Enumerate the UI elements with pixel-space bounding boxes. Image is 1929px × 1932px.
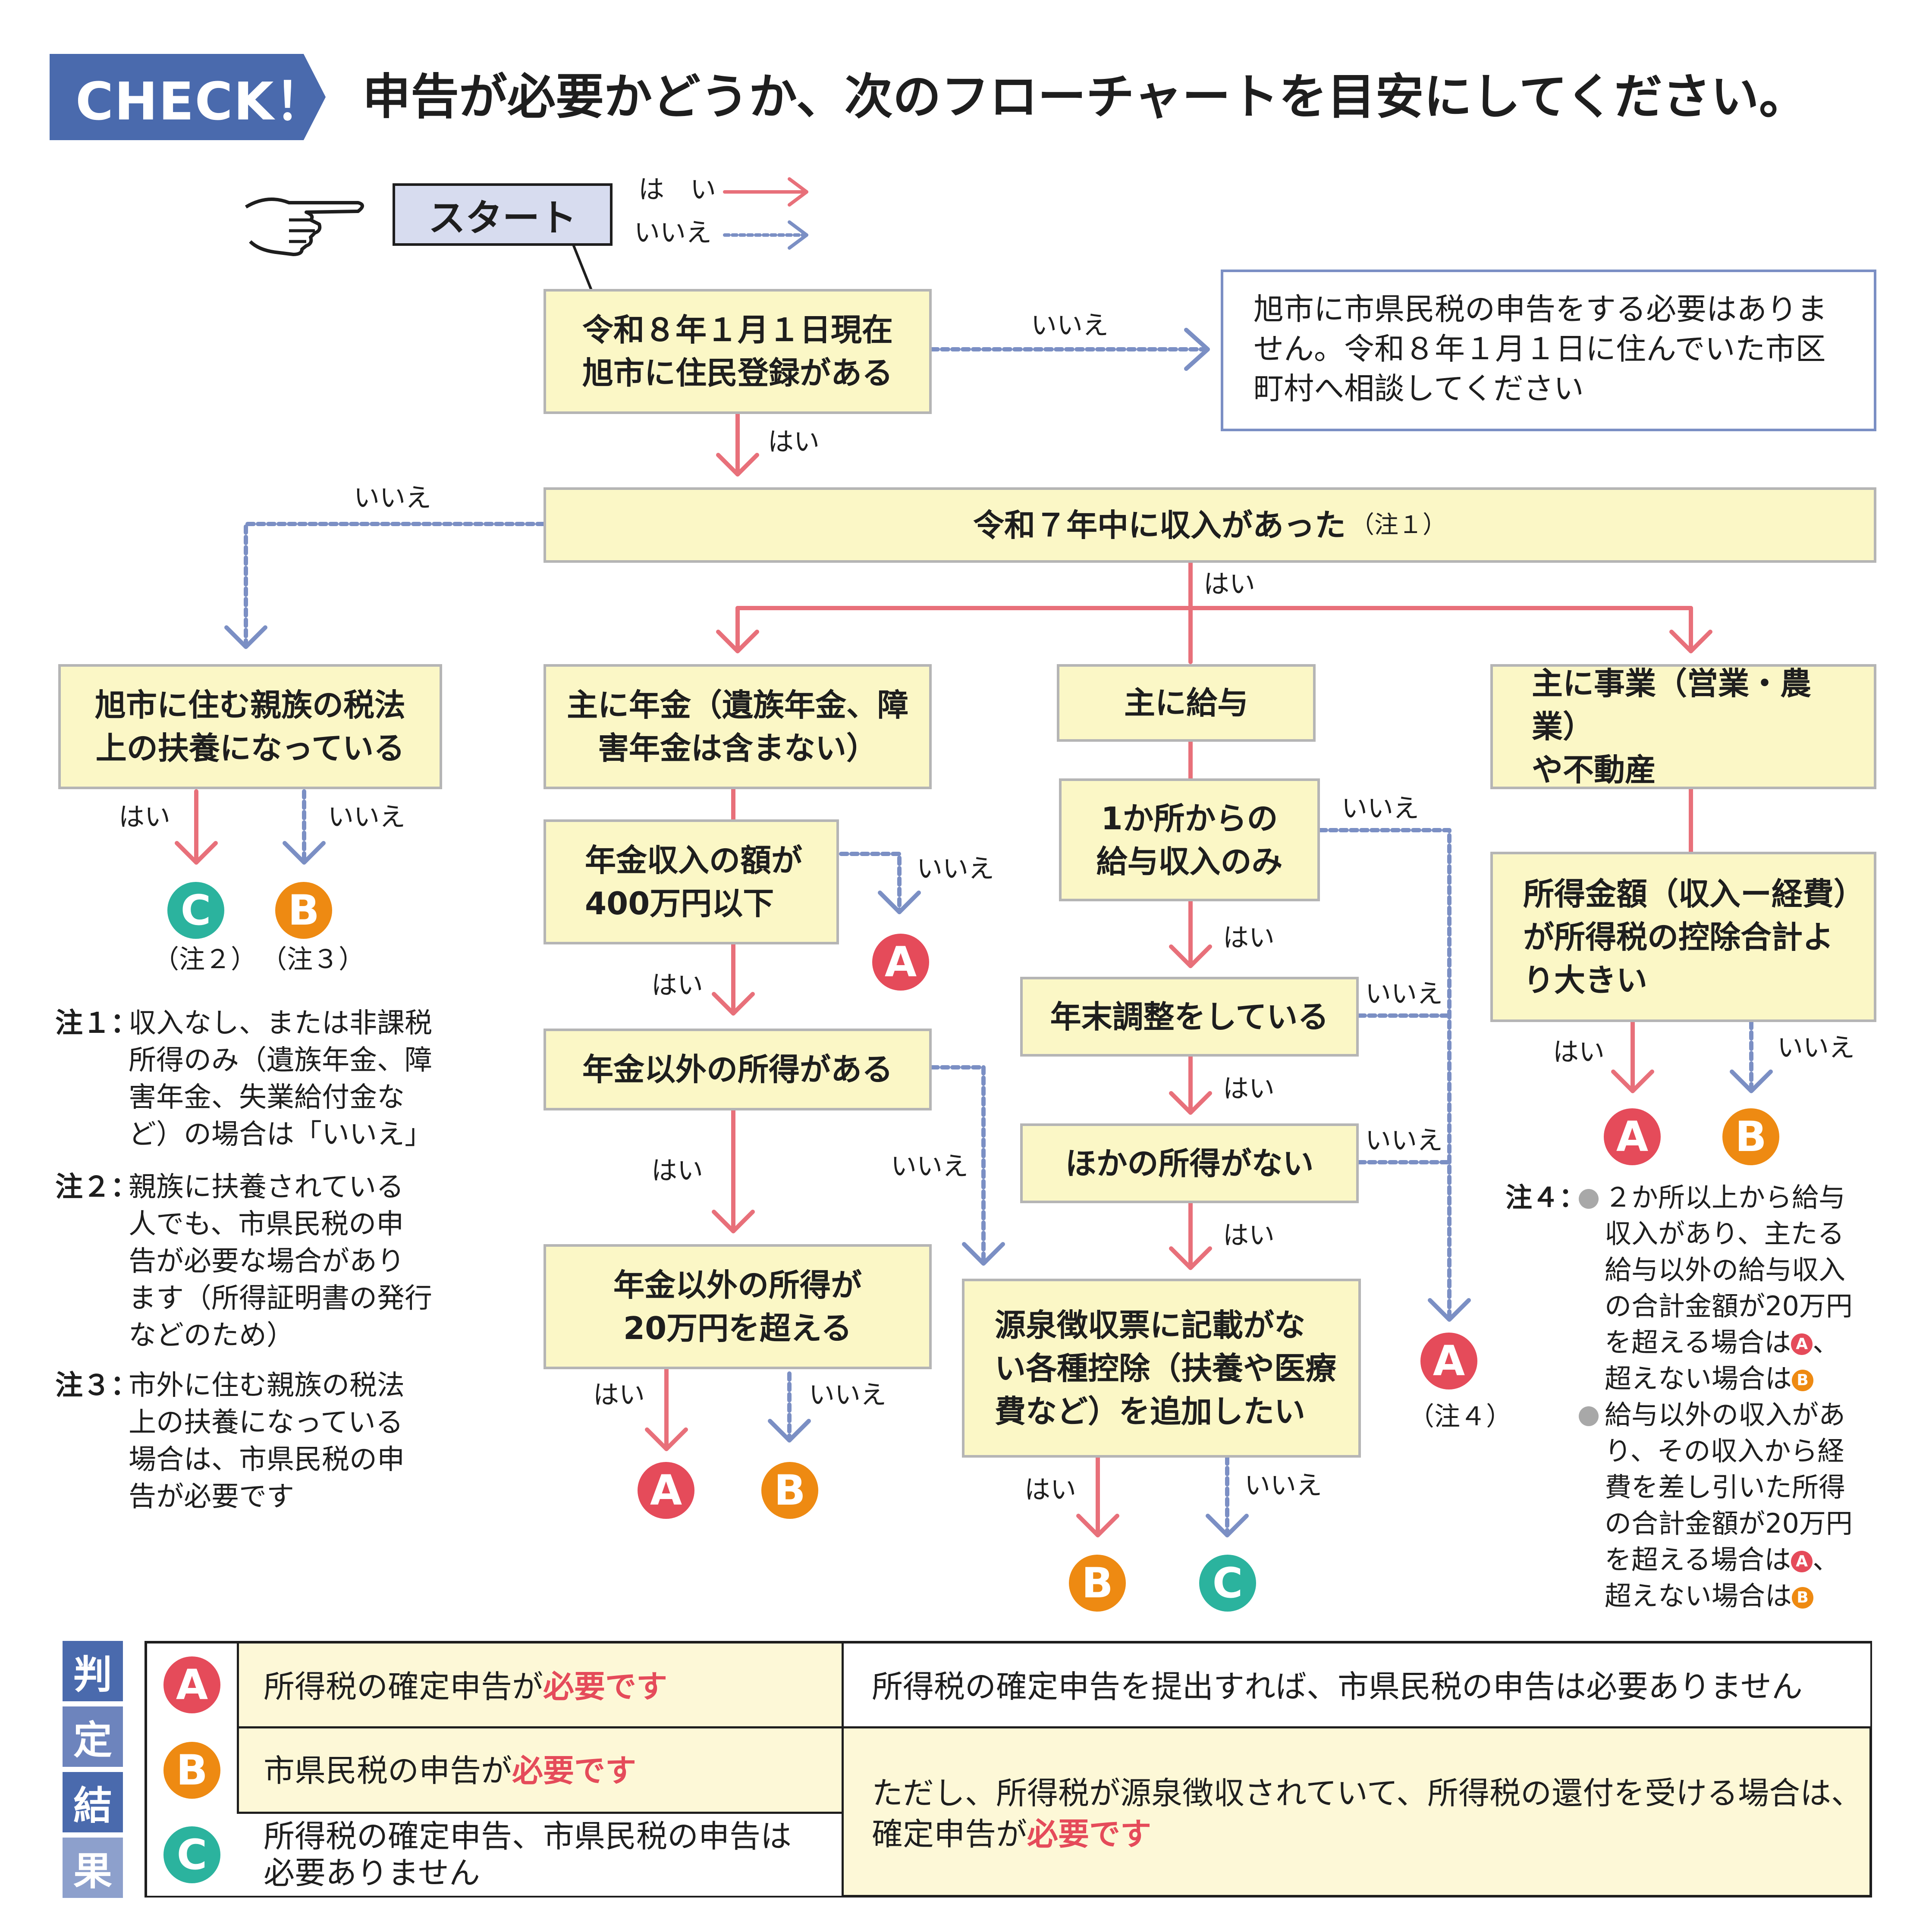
label-resident-no: いいえ bbox=[1031, 310, 1109, 341]
label-pension-amount-no: いいえ bbox=[917, 854, 994, 884]
result-not-needed-text: 旭市に市県民税の申告をする必要はありません。令和８年１月１日に住んでいた市区町村… bbox=[1254, 292, 1827, 406]
note-4-item2-b: 超えない場合は bbox=[1605, 1580, 1792, 1612]
question-salary-one: 1か所からの 給与収入のみ bbox=[1059, 778, 1320, 901]
question-dependent: 旭市に住む親族の税法 上の扶養になっている bbox=[58, 664, 442, 789]
note-2: 注２： 親族に扶養されている 人でも、市県民税の申 告が必要な場合があり ます（… bbox=[55, 1169, 435, 1358]
check-badge-label: CHECK！ bbox=[75, 72, 327, 132]
judgement-table: A B C 所得税の確定申告が必要です 市県民税の申告が必要です 所得税の確定申… bbox=[145, 1641, 1872, 1898]
question-income: 令和７年中に収入があった （注１） bbox=[544, 487, 1876, 563]
note-1-head: 注１： bbox=[55, 1007, 138, 1039]
bullet-icon bbox=[1579, 1406, 1599, 1426]
start-box: スタート bbox=[393, 183, 613, 246]
label-income-no: いいえ bbox=[354, 483, 431, 513]
result-b-salary: B bbox=[1069, 1555, 1126, 1612]
label-pension-other-no: いいえ bbox=[891, 1151, 968, 1182]
judgement-a-icon: A bbox=[163, 1656, 220, 1713]
result-b-pension: B bbox=[761, 1462, 818, 1519]
label-pension-other-20-no: いいえ bbox=[809, 1380, 886, 1410]
result-not-needed-box: 旭市に市県民税の申告をする必要はありません。令和８年１月１日に住んでいた市区町村… bbox=[1221, 270, 1876, 431]
result-a-business: A bbox=[1604, 1108, 1661, 1165]
label-pension-other-20-yes: はい bbox=[593, 1380, 645, 1410]
label-pension-amount-yes: はい bbox=[651, 970, 703, 1000]
judgement-char-3: 結 bbox=[63, 1772, 123, 1832]
question-pension-other: 年金以外の所得がある bbox=[544, 1029, 932, 1110]
question-business-income: 所得金額（収入ー経費） が所得税の控除合計よ り大きい bbox=[1490, 852, 1876, 1022]
judgement-b-icon: B bbox=[163, 1742, 220, 1799]
result-c-dependent: C bbox=[167, 882, 224, 939]
judgement-c-text: 所得税の確定申告、市県民税の申告は 必要ありません bbox=[264, 1818, 792, 1891]
note-ref-4: （注４） bbox=[1408, 1402, 1512, 1432]
question-resident: 令和８年１月１日現在 旭市に住民登録がある bbox=[544, 289, 932, 414]
note-4-item1-b: 超えない場合は bbox=[1605, 1363, 1792, 1394]
result-b-dependent: B bbox=[275, 882, 332, 939]
question-deduction: 源泉徴収票に記載がな い各種控除（扶養や医療 費など）を追加したい bbox=[962, 1279, 1361, 1458]
note-3-body: 市外に住む親族の税法 上の扶養になっている 場合は、市県民税の申 告が必要です bbox=[129, 1370, 405, 1513]
note-2-body: 親族に扶養されている 人でも、市県民税の申 告が必要な場合があり ます（所得証明… bbox=[129, 1171, 432, 1352]
judgement-side-label: 判 定 結 果 bbox=[63, 1641, 123, 1900]
judgement-char-2: 定 bbox=[63, 1706, 123, 1767]
label-pension-other-yes: はい bbox=[651, 1156, 703, 1186]
judgement-b-text: 市県民税の申告が必要です bbox=[264, 1753, 637, 1789]
result-a-salary: A bbox=[1420, 1333, 1477, 1389]
legend-yes-label: は い bbox=[638, 175, 716, 205]
judgement-char-1: 判 bbox=[63, 1641, 123, 1701]
label-business-yes: はい bbox=[1553, 1037, 1605, 1067]
result-a-pension: A bbox=[638, 1462, 694, 1519]
label-resident-yes: はい bbox=[768, 427, 820, 457]
note-1-body: 収入なし、または非課税 所得のみ（遺族年金、障 害年金、失業給付金な ど）の場合… bbox=[129, 1007, 432, 1151]
note-ref-2: （注２） bbox=[153, 944, 257, 975]
label-dependent-no: いいえ bbox=[328, 802, 405, 832]
result-b-icon: B bbox=[1792, 1587, 1814, 1609]
note-ref-3: （注３） bbox=[261, 944, 364, 975]
note-4-head: 注４： bbox=[1505, 1182, 1586, 1213]
result-b-icon: B bbox=[1792, 1369, 1814, 1391]
note-4: 注４： ２か所以上から給与 収入があり、主たる 給与以外の給与収入 の合計金額が… bbox=[1505, 1179, 1894, 1615]
note-4-item1-a: ２か所以上から給与 収入があり、主たる 給与以外の給与収入 の合計金額が20万円… bbox=[1605, 1182, 1853, 1358]
question-no-other: ほかの所得がない bbox=[1020, 1123, 1359, 1203]
page-title: 申告が必要かどうか、次のフローチャートを目安にしてください。 bbox=[362, 69, 1807, 125]
note-4-item2-a: 給与以外の収入があ り、その収入から経 費を差し引いた所得 の合計金額が20万円… bbox=[1605, 1399, 1853, 1575]
judgement-a-text: 所得税の確定申告が必要です bbox=[264, 1669, 668, 1705]
note-3-head: 注３： bbox=[55, 1370, 138, 1402]
label-year-end-yes: はい bbox=[1223, 1074, 1275, 1104]
question-income-note: （注１） bbox=[1350, 511, 1447, 539]
pointing-hand-icon bbox=[242, 177, 371, 263]
bullet-icon bbox=[1579, 1189, 1599, 1209]
note-2-head: 注２： bbox=[55, 1171, 138, 1203]
label-salary-one-no: いいえ bbox=[1342, 794, 1419, 824]
judgement-char-4: 果 bbox=[63, 1838, 123, 1898]
label-salary-one-yes: はい bbox=[1223, 923, 1275, 953]
note-1: 注１： 収入なし、または非課税 所得のみ（遺族年金、障 害年金、失業給付金な ど… bbox=[55, 1005, 435, 1160]
label-dependent-yes: はい bbox=[119, 802, 170, 832]
question-pension: 主に年金（遺族年金、障 害年金は含まない） bbox=[544, 664, 932, 789]
label-year-end-no: いいえ bbox=[1365, 979, 1443, 1009]
label-income-yes: はい bbox=[1203, 569, 1255, 599]
result-b-business: B bbox=[1722, 1108, 1779, 1165]
question-business: 主に事業（営業・農業） や不動産 bbox=[1490, 664, 1876, 789]
label-business-no: いいえ bbox=[1777, 1033, 1855, 1063]
legend-no-label: いいえ bbox=[634, 218, 712, 248]
result-c-salary: C bbox=[1199, 1555, 1256, 1612]
label-deduction-no: いいえ bbox=[1244, 1471, 1322, 1501]
check-badge: CHECK！ bbox=[50, 54, 326, 140]
question-income-label: 令和７年中に収入があった bbox=[973, 507, 1346, 543]
question-pension-amount: 年金収入の額が 400万円以下 bbox=[544, 819, 839, 944]
question-pension-other-20: 年金以外の所得が 20万円を超える bbox=[544, 1244, 932, 1369]
judgement-bc-right: ただし、所得税が源泉徴収されていて、所得税の還付を受ける場合は、 確定申告が必要… bbox=[872, 1775, 1863, 1852]
start-label: スタート bbox=[428, 197, 577, 240]
result-a-icon: A bbox=[1791, 1550, 1813, 1572]
result-a-icon: A bbox=[1791, 1333, 1813, 1355]
result-a-pension-amount: A bbox=[872, 934, 929, 991]
label-no-other-no: いいえ bbox=[1365, 1126, 1443, 1156]
judgement-c-icon: C bbox=[163, 1826, 220, 1883]
note-3: 注３： 市外に住む親族の税法 上の扶養になっている 場合は、市県民税の申 告が必… bbox=[55, 1367, 435, 1522]
label-deduction-yes: はい bbox=[1024, 1475, 1076, 1505]
judgement-a-right: 所得税の確定申告を提出すれば、市県民税の申告は必要ありません bbox=[872, 1669, 1803, 1705]
question-year-end: 年末調整をしている bbox=[1020, 977, 1359, 1057]
label-no-other-yes: はい bbox=[1223, 1220, 1275, 1251]
question-salary: 主に給与 bbox=[1057, 664, 1316, 742]
